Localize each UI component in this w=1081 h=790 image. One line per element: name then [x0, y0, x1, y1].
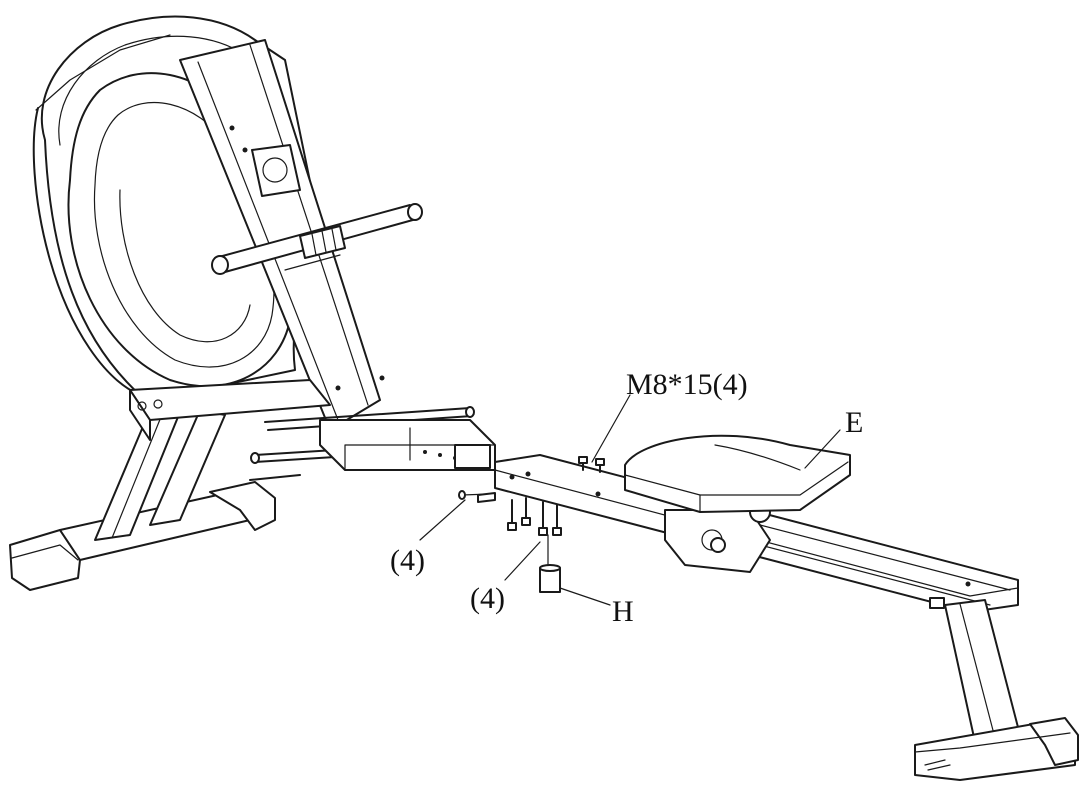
front-stabilizer: [9, 481, 276, 591]
upright-frame: [179, 39, 385, 431]
qty-bottom-label: (4): [470, 582, 505, 615]
rear-leg: [914, 597, 1079, 781]
seat-e: [624, 434, 851, 513]
front-frame-beam: [129, 379, 496, 481]
hardware-bolts: [458, 456, 605, 566]
foot-pad-h: [539, 564, 561, 593]
qty-left-label: (4): [390, 544, 425, 577]
bolt-spec-label: M8*15(4): [626, 368, 748, 401]
front-legs: [94, 409, 226, 541]
rear-rail: [494, 454, 1019, 613]
leader-lines: [419, 394, 841, 606]
part-h-label: H: [612, 595, 634, 628]
part-e-label: E: [845, 406, 863, 439]
handle-bar: [211, 203, 423, 275]
